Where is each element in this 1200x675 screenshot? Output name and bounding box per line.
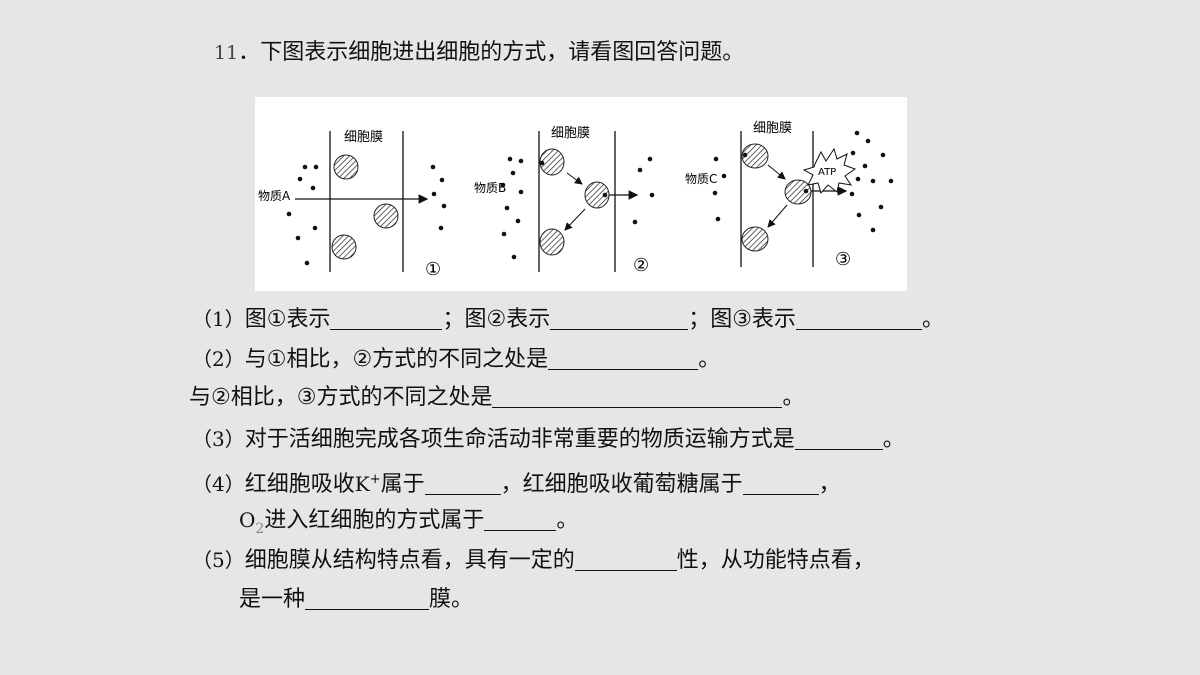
item-4a-end: ， [818,472,841,497]
item-2a-end: 。 [698,347,721,372]
question-stem-line: 11．下图表示细胞进出细胞的方式，请看图回答问题。 [214,38,744,68]
item-2b-end: 。 [782,385,805,410]
item-5b-text-b: 膜。 [429,587,474,612]
potassium-symbol: K [354,472,370,496]
panel-marker: ② [633,255,649,276]
answer-blank-1a[interactable] [330,307,443,330]
substance-label: 物质B [474,181,506,195]
carrier-return-arrow [767,204,788,228]
item-4b-end: 。 [556,508,579,533]
item-5a: （5）细胞膜从结构特点看，具有一定的 性，从功能特点看， [192,545,875,576]
item-4a-text-b: 属于 [380,472,425,497]
item-1-end: 。 [921,307,944,332]
item-3-end: 。 [882,427,905,452]
molecule-dots [500,156,655,260]
answer-blank-4b[interactable] [742,472,819,495]
answer-blank-3[interactable] [794,427,883,450]
item-4b: O2进入红细胞的方式属于 。 [239,505,578,544]
item-2b: 与②相比，③方式的不同之处是 。 [189,383,804,413]
membrane-label: 细胞膜 [344,130,383,145]
substance-label: 物质A [258,189,291,203]
answer-blank-2a[interactable] [548,347,699,370]
oxygen-subscript: 2 [255,521,265,537]
item-1-text-b: ；图②表示 [442,307,551,332]
answer-blank-4c[interactable] [484,508,557,531]
potassium-charge: + [369,472,381,487]
item-5a-text-b: 性，从功能特点看， [676,548,875,573]
item-4a: （4）红细胞吸收K+属于 ，红细胞吸收葡萄糖属于 ， [192,465,841,500]
panel-marker: ③ [835,249,851,270]
item-2a: （2）与①相比，②方式的不同之处是 。 [192,344,720,375]
membrane-transport-figure: 细胞膜 物质A ① 细胞膜 物质B [255,97,907,291]
atp-label: ATP [818,167,836,178]
membrane-protein [331,234,357,260]
question-dot: ． [238,40,261,65]
item-1-text-a: 图①表示 [244,307,331,332]
substance-label: 物质C [685,172,717,186]
item-1-number: （1） [192,307,245,331]
carrier-protein [784,179,812,205]
item-1-text-c: ；图③表示 [688,307,796,332]
answer-blank-2b[interactable] [492,385,783,408]
molecule-dots [712,130,894,233]
panel-simple-diffusion: 细胞膜 物质A ① [258,130,447,280]
carrier-return-arrow [564,208,586,231]
carrier-move-arrow [566,172,583,185]
item-5-number: （5） [192,548,245,572]
question-stem: 下图表示细胞进出细胞的方式，请看图回答问题。 [260,40,745,65]
carrier-protein [539,228,565,256]
membrane-protein [373,203,399,229]
item-5a-text-a: 细胞膜从结构特点看，具有一定的 [244,548,575,573]
item-2-number: （2） [192,347,245,371]
answer-blank-1b[interactable] [550,307,689,330]
item-1: （1）图①表示 ；图②表示 ；图③表示 。 [192,304,944,335]
item-2a-text: 与①相比，②方式的不同之处是 [244,347,549,372]
item-4-number: （4） [192,472,245,496]
carrier-protein [741,226,769,252]
panel-marker: ① [425,259,441,280]
item-2b-text: 与②相比，③方式的不同之处是 [189,385,493,410]
panel-active-transport: 细胞膜 物质C ATP ③ [685,121,894,270]
item-4a-text-c: ，红细胞吸收葡萄糖属于 [500,472,743,497]
membrane-protein [333,154,359,180]
item-3-number: （3） [192,427,245,451]
item-5b: 是一种 膜。 [239,585,473,615]
item-5b-text-a: 是一种 [239,587,306,612]
panel-facilitated-diffusion: 细胞膜 物质B ② [474,126,655,276]
question-number: 11 [214,42,239,64]
answer-blank-5a[interactable] [574,548,677,571]
carrier-protein [741,143,769,169]
molecule-dots [286,164,447,266]
answer-blank-1c[interactable] [795,307,922,330]
answer-blank-5b[interactable] [305,587,430,610]
oxygen-symbol: O [239,508,256,532]
atp-burst-icon [802,147,857,195]
item-3: （3）对于活细胞完成各项生命活动非常重要的物质运输方式是 。 [192,424,905,455]
item-3-text: 对于活细胞完成各项生命活动非常重要的物质运输方式是 [244,427,795,452]
item-4a-text-a: 红细胞吸收 [244,472,355,497]
item-4b-text: 进入红细胞的方式属于 [264,508,485,533]
membrane-label: 细胞膜 [551,126,590,141]
carrier-move-arrow [767,164,786,180]
answer-blank-4a[interactable] [424,472,501,495]
membrane-label: 细胞膜 [753,121,792,136]
